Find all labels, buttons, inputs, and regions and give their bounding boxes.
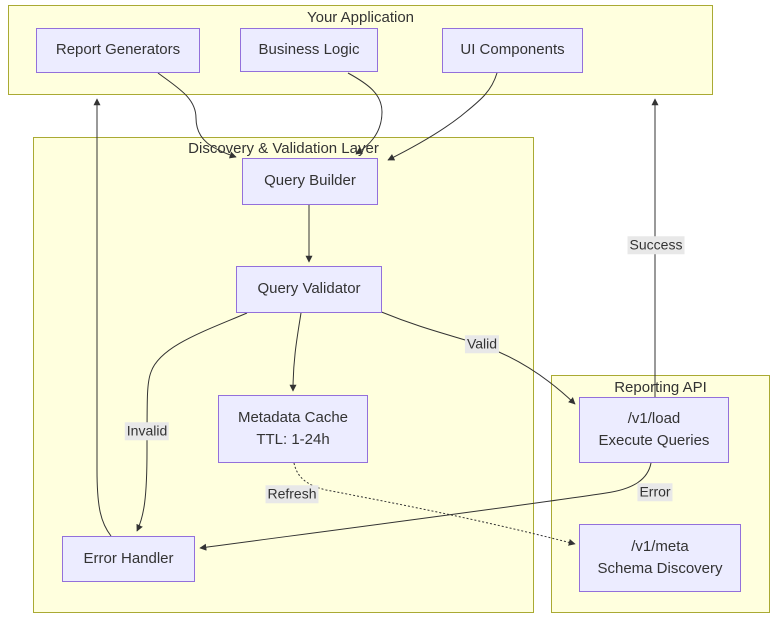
node-report-generators: Report Generators: [36, 28, 200, 73]
node-label: /v1/load: [627, 409, 681, 427]
edge-label-success: Success: [627, 236, 685, 254]
node-label: Metadata Cache: [237, 408, 349, 426]
cluster-label-your-application: Your Application: [306, 9, 415, 26]
node-label: Report Generators: [55, 41, 181, 59]
node-sublabel: Schema Discovery: [597, 560, 723, 577]
node-ui-components: UI Components: [442, 28, 583, 73]
node-business-logic: Business Logic: [240, 28, 378, 72]
node-label: Business Logic: [258, 40, 360, 58]
node-sublabel: TTL: 1-24h: [256, 431, 330, 448]
node-label: UI Components: [460, 41, 565, 59]
node-error-handler: Error Handler: [62, 536, 195, 582]
edge-label-valid: Valid: [464, 335, 500, 353]
edge-label-error: Error: [637, 483, 673, 501]
node-query-builder: Query Builder: [242, 158, 378, 205]
node-label: /v1/meta: [631, 537, 689, 555]
node-v1-meta: /v1/meta Schema Discovery: [579, 524, 741, 592]
edge-label-invalid: Invalid: [124, 422, 170, 440]
cluster-label-reporting-api: Reporting API: [614, 379, 707, 396]
node-metadata-cache: Metadata Cache TTL: 1-24h: [218, 395, 368, 463]
node-label: Query Builder: [264, 172, 356, 190]
cluster-label-discovery-validation-layer: Discovery & Validation Layer: [188, 140, 379, 157]
node-label: Error Handler: [83, 549, 174, 567]
node-sublabel: Execute Queries: [598, 432, 710, 449]
node-query-validator: Query Validator: [236, 266, 382, 313]
edge-label-refresh: Refresh: [265, 485, 319, 503]
node-label: Query Validator: [257, 280, 361, 298]
node-v1-load: /v1/load Execute Queries: [579, 397, 729, 463]
